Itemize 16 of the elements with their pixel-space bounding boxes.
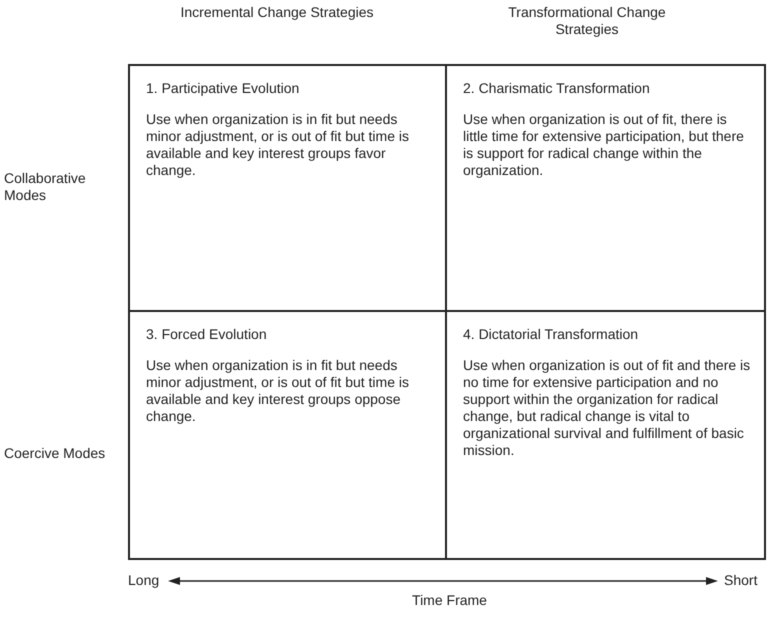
cell-heading: 4. Dictatorial Transformation [463, 326, 640, 343]
cell-heading: 2. Charismatic Transformation [463, 80, 651, 97]
axis-end-label: Long [128, 572, 160, 589]
cell-description: Use when organization is in fit but needs minor adjustment, or is out of fit but time is available and key interest groups oppose change. [146, 357, 410, 425]
column-heading: Incremental Change Strategies [180, 4, 374, 21]
cell-description: Use when organization is out of fit and there is no time for extensive participation and no support within the organization for radical change, but radical change is vital to organizational survival and fulfillment of basic mission. [463, 357, 752, 459]
matrix-cell [130, 66, 447, 312]
axis-end-label: Short [724, 572, 758, 589]
row-heading: Coercive Modes [4, 445, 106, 462]
axis-title: Time Frame [411, 592, 487, 608]
cell-description: Use when organization is in fit but needs minor adjustment, or is out of fit but time is available and key interest groups favor change. [146, 111, 410, 179]
cell-heading: 1. Participative Evolution [146, 80, 300, 97]
cell-heading: 3. Forced Evolution [146, 326, 268, 343]
column-heading: Transformational Change Strategies [507, 4, 667, 38]
row-heading: Collaborative Modes [4, 170, 87, 204]
cell-description: Use when organization is out of fit, there is little time for extensive participation, but there is support for radical change within the organization. [463, 111, 745, 179]
